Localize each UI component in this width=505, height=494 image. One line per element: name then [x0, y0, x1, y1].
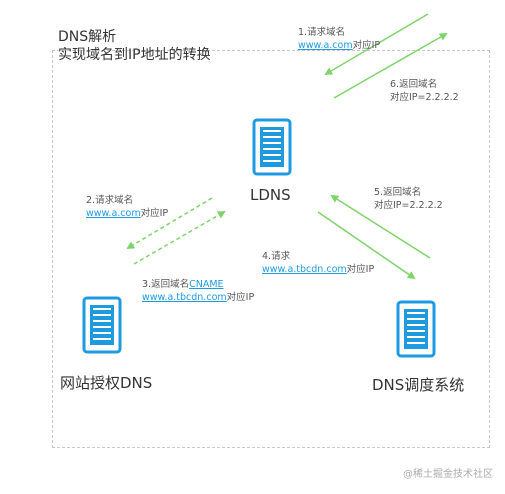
- watermark: @稀土掘金技术社区: [403, 469, 493, 480]
- step3-suffix: 对应IP: [226, 292, 255, 303]
- step5-text: 对应IP=2.2.2.2: [374, 200, 443, 211]
- authoritative-server-icon: [82, 296, 122, 358]
- step3-domain-link[interactable]: www.a.tbcdn.com: [142, 292, 227, 303]
- arrow-step1: [324, 13, 429, 76]
- step3-label: 3.返回域名: [142, 279, 190, 290]
- step6-text: 对应IP=2.2.2.2: [390, 92, 459, 103]
- arrow-step3: [133, 210, 226, 265]
- authoritative-dns-label: 网站授权DNS: [60, 374, 153, 392]
- step3-cname-link[interactable]: CNAME: [189, 279, 224, 290]
- step4-label: 4.请求: [262, 251, 291, 262]
- step5-note: 5.返回域名 对应IP=2.2.2.2: [374, 186, 443, 212]
- arrow-step5: [330, 194, 431, 259]
- step1-domain-link[interactable]: www.a.com: [298, 40, 353, 51]
- diagram-frame: [52, 50, 490, 448]
- step3-note: 3.返回域名CNAME www.a.tbcdn.com对应IP: [142, 278, 254, 304]
- scheduler-server-icon: [396, 300, 436, 362]
- arrow-step2: [126, 197, 213, 250]
- step4-domain-link[interactable]: www.a.tbcdn.com: [262, 264, 347, 275]
- step2-domain-link[interactable]: www.a.com: [86, 208, 141, 219]
- step6-label: 6.返回域名: [390, 79, 438, 90]
- step2-note: 2.请求域名 www.a.com对应IP: [86, 194, 168, 220]
- step4-note: 4.请求 www.a.tbcdn.com对应IP: [262, 250, 374, 276]
- step5-label: 5.返回域名: [374, 187, 422, 198]
- arrow-step6: [333, 33, 448, 99]
- diagram-subtitle: 实现域名到IP地址的转换: [58, 47, 211, 63]
- arrow-step4: [317, 211, 416, 280]
- step2-label: 2.请求域名: [86, 195, 134, 206]
- ldns-label: LDNS: [250, 186, 291, 204]
- step2-suffix: 对应IP: [140, 208, 169, 219]
- diagram-title: DNS解析: [58, 29, 117, 45]
- step1-suffix: 对应IP: [352, 40, 381, 51]
- step1-note: 1.请求域名 www.a.com对应IP: [298, 26, 380, 52]
- ldns-server-icon: [252, 118, 292, 180]
- step4-suffix: 对应IP: [346, 264, 375, 275]
- dns-scheduler-label: DNS调度系统: [372, 376, 465, 394]
- step6-note: 6.返回域名 对应IP=2.2.2.2: [390, 78, 459, 104]
- step1-label: 1.请求域名: [298, 27, 346, 38]
